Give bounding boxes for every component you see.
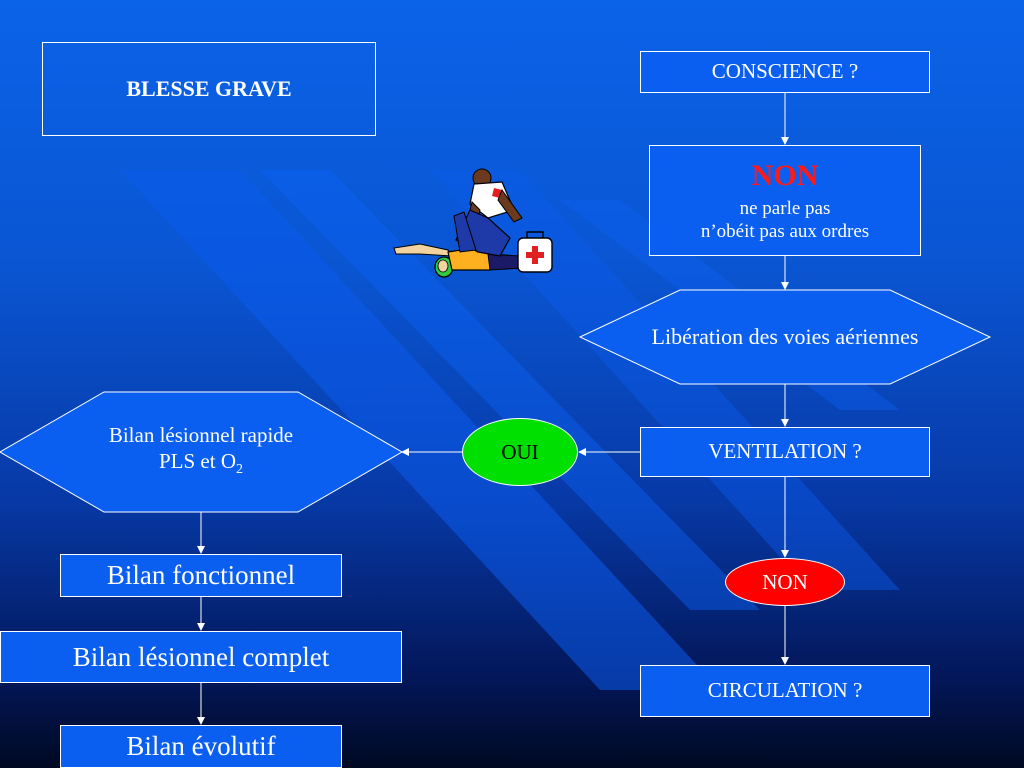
- bilan-rapide-line2-text: PLS et O: [158, 448, 236, 473]
- first-aid-rescuer-icon: [393, 168, 553, 278]
- bilan-lesionnel-complet-label: Bilan lésionnel complet: [72, 641, 330, 672]
- liberation-hexagon: Libération des voies aériennes: [600, 300, 970, 374]
- conscience-label: CONSCIENCE ?: [711, 59, 859, 84]
- non-conscience-box: NON ne parle pas n’obéit pas aux ordres: [649, 145, 921, 256]
- oxygen-subscript: 2: [236, 461, 243, 477]
- circulation-box: CIRCULATION ?: [640, 665, 930, 717]
- bilan-evolutif-box: Bilan évolutif: [60, 725, 342, 768]
- ventilation-box: VENTILATION ?: [640, 427, 930, 477]
- bilan-rapide-line1: Bilan lésionnel rapide: [108, 422, 294, 447]
- non-title: NON: [751, 158, 819, 192]
- bilan-lesionnel-complet-box: Bilan lésionnel complet: [0, 631, 402, 683]
- blesse-grave-title: BLESSE GRAVE: [126, 75, 292, 101]
- oui-label: OUI: [501, 439, 539, 464]
- bilan-rapide-hexagon: Bilan lésionnel rapide PLS et O2: [60, 400, 342, 500]
- non-ventilation-label: NON: [762, 569, 808, 594]
- liberation-label: Libération des voies aériennes: [651, 324, 919, 350]
- bilan-fonctionnel-label: Bilan fonctionnel: [106, 560, 296, 591]
- conscience-box: CONSCIENCE ?: [640, 51, 930, 93]
- non-ventilation-ellipse: NON: [725, 558, 845, 606]
- non-line2: n’obéit pas aux ordres: [700, 220, 870, 242]
- blesse-grave-title-box: BLESSE GRAVE: [42, 42, 376, 136]
- bilan-rapide-line2: PLS et O2: [159, 448, 243, 479]
- circulation-label: CIRCULATION ?: [707, 678, 863, 703]
- ventilation-label: VENTILATION ?: [708, 439, 862, 464]
- bilan-evolutif-label: Bilan évolutif: [126, 731, 276, 762]
- bilan-fonctionnel-box: Bilan fonctionnel: [60, 554, 342, 597]
- non-line1: ne parle pas: [739, 197, 831, 219]
- oui-ellipse: OUI: [462, 418, 578, 486]
